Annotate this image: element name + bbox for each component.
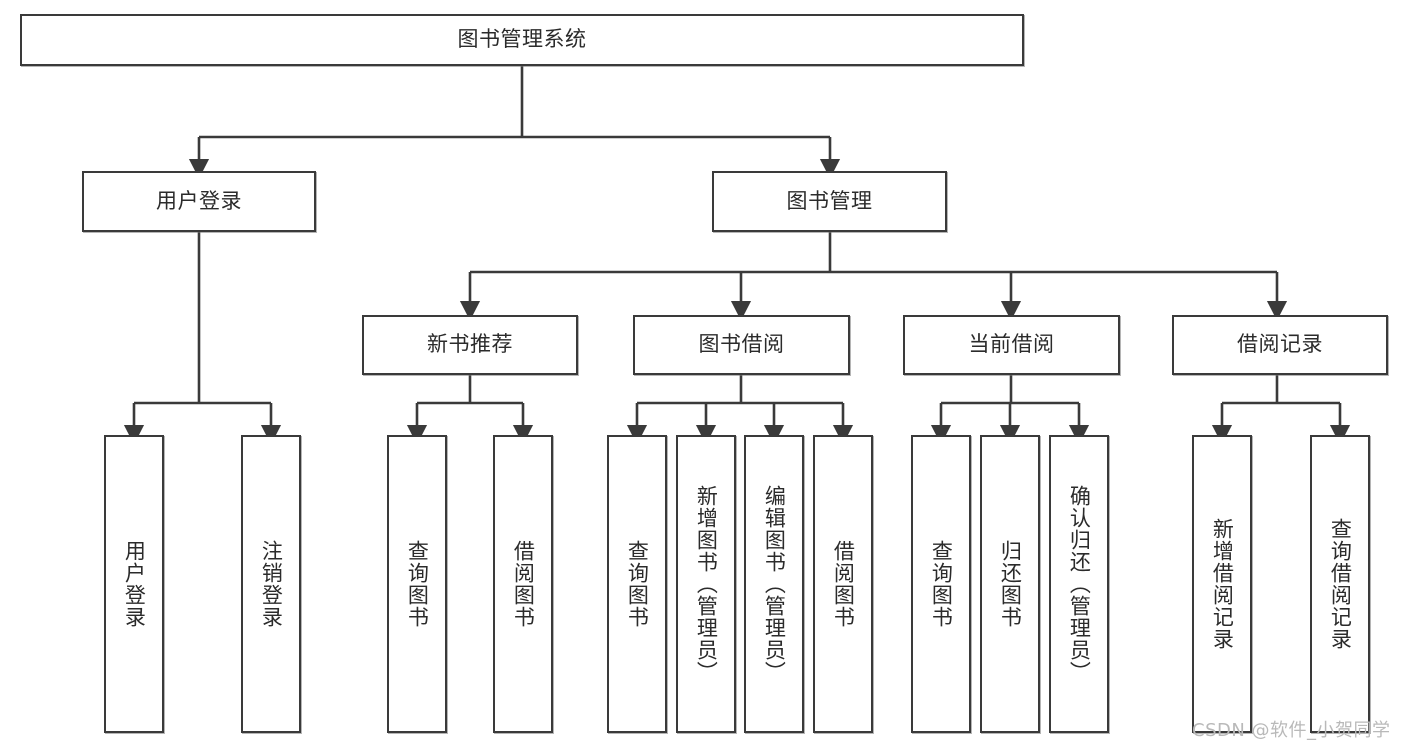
leaf-borrow-record-add-record[interactable]: 新增借阅记录 [1192,435,1252,733]
leaf-book-borrow-borrow-book[interactable]: 借阅图书 [813,435,873,733]
node-label: 新书推荐 [427,332,513,357]
node-current-borrow[interactable]: 当前借阅 [903,315,1120,375]
node-label: 用户登录 [122,540,147,628]
leaf-user-login-login[interactable]: 用户登录 [104,435,164,733]
node-label: 新增图书（管理员） [694,485,719,683]
node-label: 注销登录 [259,540,284,628]
node-borrow-record[interactable]: 借阅记录 [1172,315,1388,375]
node-label: 图书借阅 [698,332,785,357]
node-book-management[interactable]: 图书管理 [712,171,947,232]
node-label: 查询借阅记录 [1328,518,1353,650]
leaf-current-borrow-return-book[interactable]: 归还图书 [980,435,1040,733]
leaf-new-book-query-book[interactable]: 查询图书 [387,435,447,733]
node-label: 确认归还（管理员） [1067,485,1092,683]
node-label: 图书管理系统 [457,27,587,52]
leaf-current-borrow-confirm-return-admin[interactable]: 确认归还（管理员） [1049,435,1109,733]
node-label: 归还图书 [998,540,1023,628]
node-label: 编辑图书（管理员） [762,485,787,683]
csdn-watermark: CSDN @软件_小贺同学 [1192,720,1391,741]
node-label: 查询图书 [625,540,650,628]
node-new-book-recommend[interactable]: 新书推荐 [362,315,578,375]
node-label: 查询图书 [405,540,430,628]
node-user-login[interactable]: 用户登录 [82,171,316,232]
leaf-new-book-borrow-book[interactable]: 借阅图书 [493,435,553,733]
node-label: 查询图书 [929,540,954,628]
node-label: 借阅记录 [1237,332,1323,357]
node-book-borrow[interactable]: 图书借阅 [633,315,850,375]
node-label: 用户登录 [156,188,242,213]
leaf-book-borrow-edit-book-admin[interactable]: 编辑图书（管理员） [744,435,804,733]
node-label: 新增借阅记录 [1210,518,1235,650]
leaf-book-borrow-add-book-admin[interactable]: 新增图书（管理员） [676,435,736,733]
node-label: 借阅图书 [831,540,856,628]
node-label: 当前借阅 [968,332,1055,357]
node-label: 借阅图书 [511,540,536,628]
node-root-book-management-system[interactable]: 图书管理系统 [20,14,1024,66]
leaf-book-borrow-query-book[interactable]: 查询图书 [607,435,667,733]
leaf-current-borrow-query-book[interactable]: 查询图书 [911,435,971,733]
node-label: 图书管理 [786,188,873,213]
leaf-borrow-record-query-record[interactable]: 查询借阅记录 [1310,435,1370,733]
leaf-user-login-logout[interactable]: 注销登录 [241,435,301,733]
